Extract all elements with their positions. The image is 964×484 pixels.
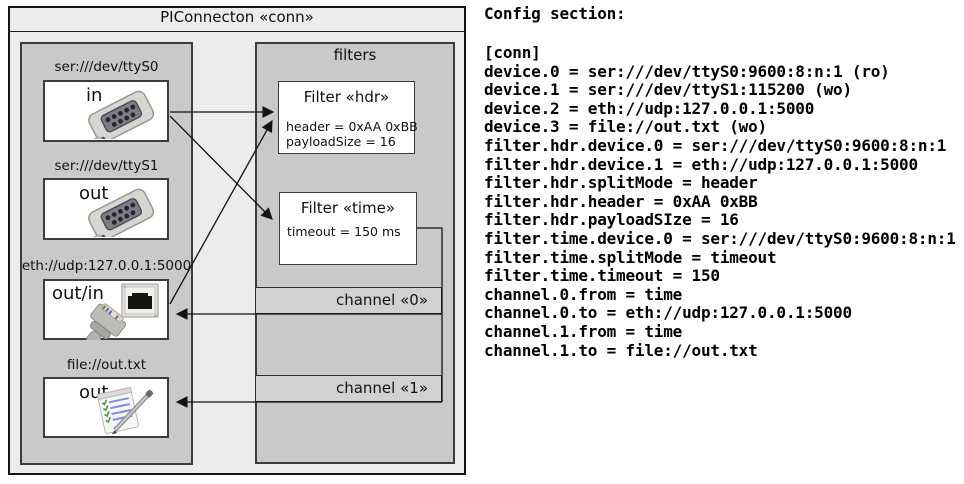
port-direction-label: out (79, 183, 109, 204)
config-line: channel.0.to = eth://udp:127.0.0.1:5000 (484, 303, 852, 323)
ethernet-icon (86, 283, 159, 340)
ethernet-plug-icon (86, 303, 127, 340)
device-label-ttys0: ser:///dev/ttyS0 (54, 59, 159, 75)
config-line: device.2 = eth://udp:127.0.0.1:5000 (484, 98, 815, 118)
device-box-ttys0: in (43, 80, 169, 142)
device-label-file: file://out.txt (66, 357, 147, 373)
channel-label: channel «1» (335, 379, 428, 397)
filter-prop-header: header = 0xAA 0xBB (286, 119, 418, 134)
device-label-eth: eth://udp:127.0.0.1:5000 (21, 258, 192, 274)
device-box-ttys1: out (43, 178, 169, 240)
ethernet-jack-icon (121, 283, 159, 318)
filter-box-hdr: Filter «hdr» header = 0xAA 0xBB payloadS… (278, 81, 418, 154)
channel-label: channel «0» (335, 291, 428, 309)
config-heading: Config section: (484, 4, 626, 23)
config-lines: [conn] device.0 = ser:///dev/ttyS0:9600:… (484, 43, 956, 360)
port-direction-label: out/in (52, 283, 104, 304)
filters-group-title: filters (333, 46, 377, 64)
config-line: channel.0.from = time (484, 284, 683, 304)
config-line: filter.time.splitMode = timeout (484, 247, 777, 267)
config-line: device.1 = ser:///dev/ttyS1:115200 (wo) (484, 80, 852, 100)
config-line: channel.1.to = file://out.txt (484, 340, 758, 360)
frame-title: PIConnecton «conn» (160, 8, 314, 26)
serial-connector-icon (88, 90, 155, 139)
config-line: filter.time.timeout = 150 (484, 266, 720, 286)
notepad-icon (96, 386, 154, 434)
config-line: filter.hdr.payloadSIze = 16 (484, 210, 739, 230)
config-line: device.3 = file://out.txt (wo) (484, 117, 767, 137)
channel-box-0: channel «0» (255, 287, 442, 314)
filter-title: Filter «hdr» (303, 88, 390, 106)
config-line: filter.hdr.splitMode = header (484, 173, 758, 193)
device-box-file: out (43, 377, 169, 438)
filter-prop-payloadsize: payloadSize = 16 (286, 134, 396, 149)
config-line: [conn] (484, 43, 541, 62)
filter-title: Filter «time» (300, 199, 396, 217)
filter-prop-timeout: timeout = 150 ms (287, 224, 401, 239)
config-line: device.0 = ser:///dev/ttyS0:9600:8:n:1 (… (484, 61, 890, 81)
device-label-ttys1: ser:///dev/ttyS1 (54, 158, 159, 174)
filter-box-time: Filter «time» timeout = 150 ms (279, 192, 417, 265)
port-direction-label: in (86, 85, 103, 106)
device-box-eth: out/in (43, 279, 169, 340)
channel-box-1: channel «1» (255, 375, 442, 402)
config-line: filter.hdr.device.1 = eth://udp:127.0.0.… (484, 154, 918, 174)
config-line: filter.hdr.device.0 = ser:///dev/ttyS0:9… (484, 135, 947, 155)
config-line: channel.1.from = time (484, 321, 683, 341)
config-line: filter.hdr.header = 0xAA 0xBB (484, 191, 758, 211)
pen-icon (111, 389, 154, 434)
title-separator (10, 31, 464, 32)
serial-connector-icon (88, 188, 155, 237)
config-line: filter.time.device.0 = ser:///dev/ttyS0:… (484, 228, 956, 248)
